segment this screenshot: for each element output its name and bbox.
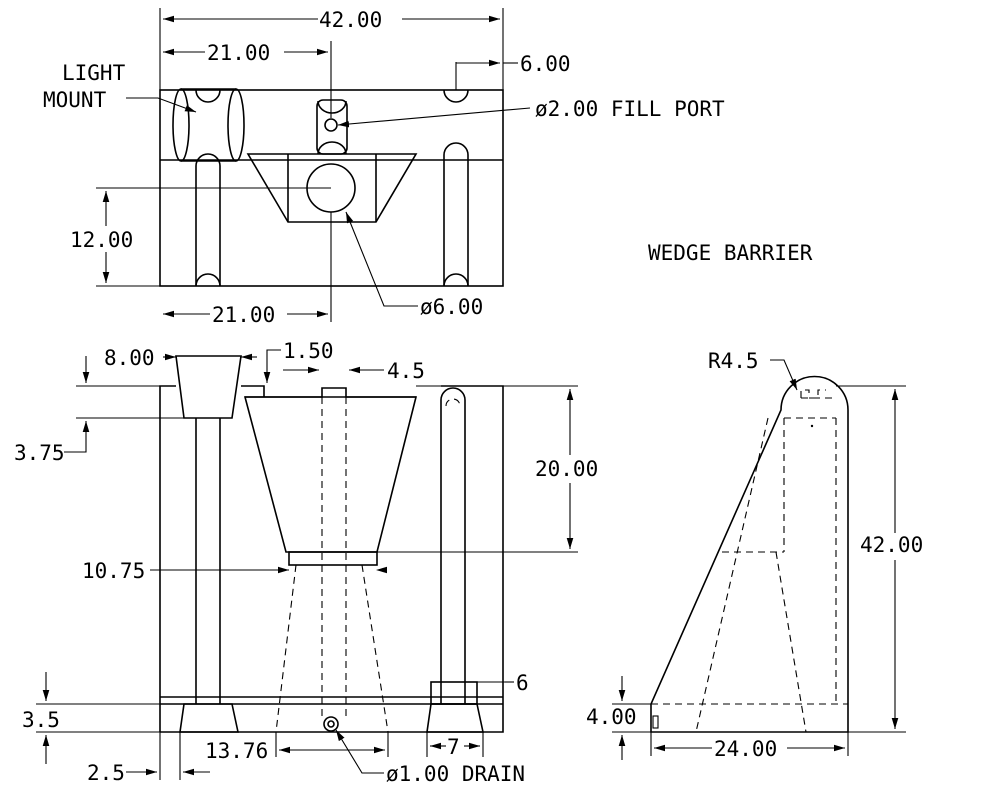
dim-slot-offset: 6.00	[520, 52, 571, 76]
front-view-dimensions: 8.00 1.50 4.5 3.75 20.00 10.75	[14, 339, 598, 786]
label-drain: ø1.00 DRAIN	[386, 762, 525, 786]
left-post-slot	[195, 89, 221, 287]
side-view: R4.5 42.00 4.00 24.00	[586, 349, 923, 761]
dim-head-height: 3.75	[14, 441, 65, 465]
label-light-mount-line2: MOUNT	[43, 88, 107, 112]
dim-side-height: 42.00	[860, 533, 923, 557]
front-view: 8.00 1.50 4.5 3.75 20.00 10.75	[14, 339, 598, 786]
funnel-top	[246, 153, 418, 223]
label-light-mount-line1: LIGHT	[62, 61, 126, 85]
right-post-slot	[443, 89, 469, 287]
top-view: 42.00 21.00 6.00 LIGHT MOUNT ø2.00 FILL …	[43, 8, 725, 327]
dim-radius: R4.5	[708, 349, 759, 373]
drain-inner	[327, 720, 335, 728]
dim-neck: 4.5	[387, 359, 425, 383]
side-view-dimensions: R4.5 42.00 4.00 24.00	[586, 349, 923, 761]
dim-depth: 12.00	[70, 228, 133, 252]
drawing-title: WEDGE BARRIER	[648, 241, 813, 265]
fill-port-cylinder	[316, 99, 348, 155]
dim-side-base-height: 4.00	[586, 705, 637, 729]
dim-funnel-height: 20.00	[535, 457, 598, 481]
right-post	[426, 387, 484, 733]
label-fill-port: ø2.00 FILL PORT	[535, 97, 725, 121]
label-hole: ø6.00	[420, 295, 483, 319]
dim-base-cone: 13.76	[205, 739, 268, 763]
left-post	[175, 355, 242, 733]
dim-post-head: 8.00	[104, 346, 155, 370]
side-outline	[650, 375, 849, 733]
drain-outer	[323, 716, 339, 732]
funnel-front	[243, 387, 418, 733]
dim-foot: 7	[447, 735, 460, 759]
dim-side-base-width: 24.00	[714, 737, 777, 761]
dim-base-height: 3.5	[22, 708, 60, 732]
dim-half-width-bottom: 21.00	[212, 303, 275, 327]
dim-half-width-top: 21.00	[207, 41, 270, 65]
dim-step: 1.50	[283, 339, 334, 363]
dim-edge: 2.5	[87, 761, 125, 785]
top-view-dimensions: 42.00 21.00 6.00 LIGHT MOUNT ø2.00 FILL …	[43, 8, 725, 327]
light-mount-cylinder	[172, 88, 245, 162]
dim-funnel-bottom: 10.75	[82, 559, 145, 583]
dim-foot-gap: 6	[516, 671, 529, 695]
dim-overall-width: 42.00	[319, 8, 382, 32]
